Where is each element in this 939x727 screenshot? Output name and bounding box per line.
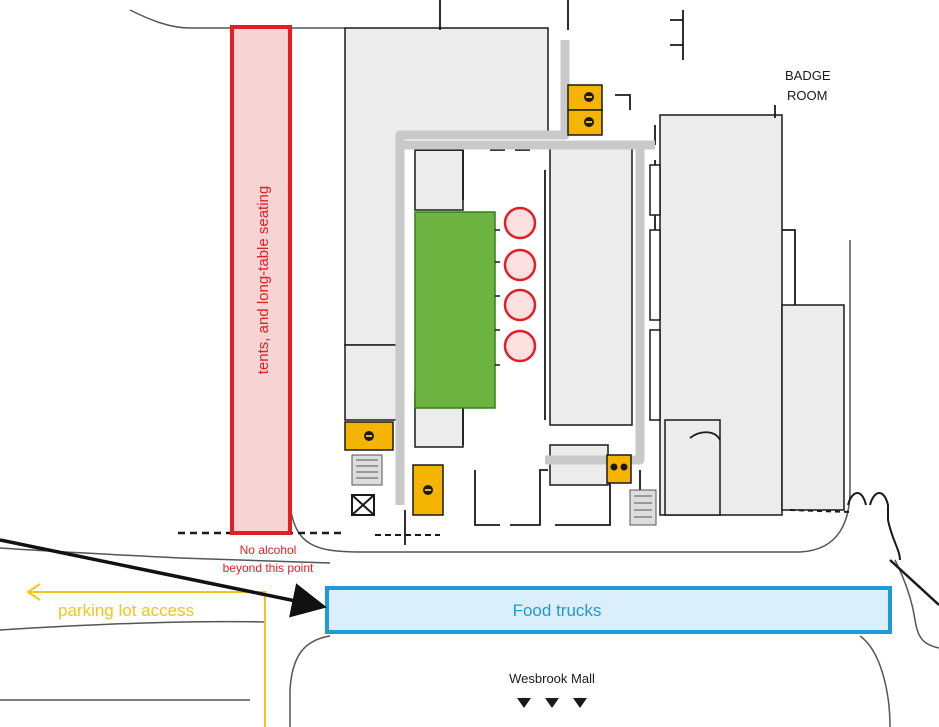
washroom-icon	[344, 421, 394, 451]
curb-right	[894, 559, 939, 649]
east-path	[889, 559, 939, 606]
down-triangle-icon	[517, 698, 531, 708]
parking-lot-lines	[30, 591, 266, 727]
round-table	[503, 329, 537, 363]
curb-mall-left	[289, 635, 331, 727]
tent-seating-label: tents, and long-table seating	[255, 186, 272, 374]
round-table	[503, 288, 537, 322]
washroom-icon	[412, 464, 444, 516]
walking-path	[395, 40, 645, 505]
building-east-annex	[781, 304, 845, 511]
no-alcohol-label-line1: No alcohol	[240, 543, 297, 557]
round-tables	[503, 206, 537, 363]
parking-arrow-icon	[26, 583, 41, 601]
street-label: Wesbrook Mall	[509, 671, 595, 686]
building-core	[549, 144, 633, 426]
round-table	[503, 248, 537, 282]
washroom-icon	[606, 454, 632, 484]
washroom-icon	[567, 84, 603, 111]
dashed-connector	[789, 509, 851, 513]
food-trucks-label: Food trucks	[513, 601, 602, 620]
curb-mall-right	[859, 635, 891, 727]
stage-area	[414, 211, 496, 409]
building-south-middle	[549, 444, 609, 486]
stage-ticks	[495, 229, 500, 366]
food-trucks-area	[325, 586, 892, 634]
direction-indicators	[517, 698, 587, 708]
building-west-annex	[344, 344, 401, 421]
building-inner-top	[414, 149, 464, 211]
tent-seating-area	[230, 25, 292, 535]
building-south-east	[664, 419, 721, 516]
elevator-icon	[351, 494, 375, 516]
badge-room-label-line1: BADGE	[785, 68, 831, 83]
badge-room-label-line2: ROOM	[787, 88, 827, 103]
east-door-arc	[847, 492, 901, 561]
arrow-icon	[0, 538, 327, 618]
facade-windows	[649, 164, 661, 421]
down-triangle-icon	[545, 698, 559, 708]
washrooms	[344, 84, 632, 516]
down-triangle-icon	[573, 698, 587, 708]
parking-lot-label: parking lot access	[58, 601, 194, 620]
curb-left-middle	[0, 547, 331, 564]
round-table	[503, 206, 537, 240]
stairs-icon	[629, 489, 657, 526]
washroom-icon	[567, 109, 603, 136]
curb-left-lower	[0, 620, 266, 631]
no-alcohol-label-line2: beyond this point	[223, 561, 314, 575]
stairs-icon	[351, 454, 383, 486]
curb-top-left	[129, 9, 232, 29]
